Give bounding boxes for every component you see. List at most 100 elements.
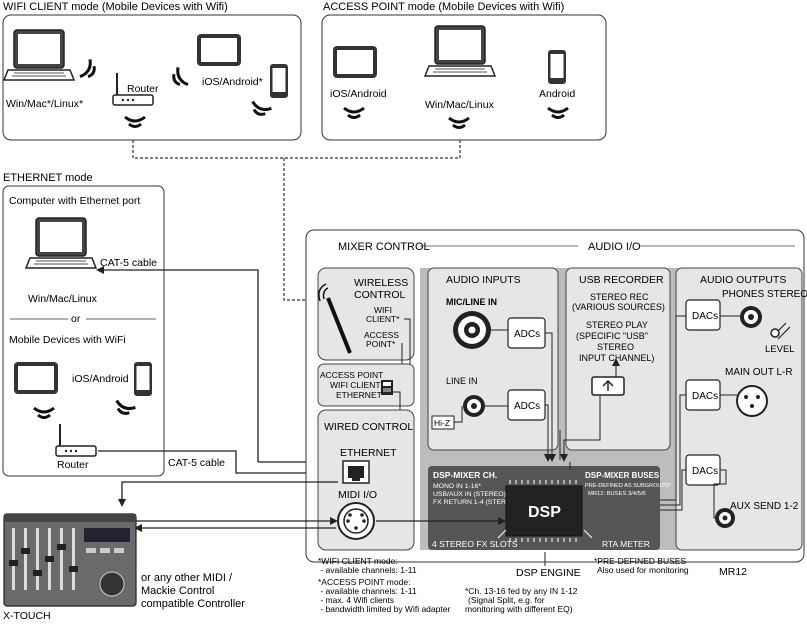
dsp-label: DSP [528,504,561,521]
access-point-android-label: Android [539,88,575,100]
wifi-client-wire [404,318,411,380]
wifi-client-label-1: WIFI [374,305,392,315]
stereo-rec-1: STEREO REC [590,292,649,302]
laptop-icon [25,217,97,269]
cat5-cable-1: CAT-5 cable [100,257,157,269]
switch-label-wc: WIFI CLIENT [330,380,381,390]
ethernet-mobile-title: Mobile Devices with WiFi [9,334,126,346]
phone-icon [548,50,566,84]
hi-z-wire [454,406,463,423]
usb-port-icon[interactable] [591,376,625,396]
dsp-bus-line-1: PRE-DEFINED AS SUBGROUPS* [585,483,672,489]
wired-control-label: WIRED CONTROL [324,421,413,433]
wifi-client-laptop-label: Win/Mac*/Linux* [6,98,83,110]
mode-switch-panel [317,363,415,407]
usb-recorder-label: USB RECORDER [579,274,664,286]
x-touch-caption-3: compatible Controller [141,598,245,610]
wifi-client-section: WIFI CLIENT mode (Mobile Devices with Wi… [2,1,302,141]
mode-switch-icon[interactable] [381,380,393,395]
dsp-engine-label: DSP ENGINE [516,567,581,579]
phones-stereo-label: PHONES STEREO [722,289,807,300]
audio-outputs-label: AUDIO OUTPUTS [700,274,786,286]
antenna-icon [318,283,352,354]
access-point-note: *ACCESS POINT mode: - available channels… [318,577,450,614]
ethernet-router-label: Router [57,459,89,471]
predefined-note: *PRE-DEFINED BUSES Also used for monitor… [594,556,689,575]
ethernet-ios-label: iOS/Android [72,373,129,385]
audio-io-label: AUDIO I/O [588,241,641,253]
x-touch-label: X-TOUCH [3,610,51,622]
wireless-control-line2: CONTROL [354,289,405,301]
ethernet-jack-icon[interactable] [342,460,370,484]
fx-bracket [497,529,593,539]
dacs-label-1: DACs [692,311,718,322]
ethernet-computer-title: Computer with Ethernet port [9,195,140,207]
wireless-control-line1: WIRELESS [354,277,408,289]
stereo-play-4: INPUT CHANNEL) [579,353,654,363]
level-label: LEVEL [765,344,795,355]
channels-note: *Ch. 13-16 fed by any IN 1-12 (Signal Sp… [465,586,578,614]
mixer-control-label: MIXER CONTROL [338,241,430,253]
access-point-label-2: POINT* [366,339,396,349]
aux-jack-icon[interactable] [715,508,735,528]
line-in-label: LINE IN [446,376,478,386]
dsp-ch-line-2: USB/AUX IN (STEREO) [433,491,506,498]
dsp-bus-line-2: MR12: BUSES 3/4/5/6 [588,491,646,497]
phones-jack-icon[interactable] [740,306,762,328]
phone-icon [270,64,288,98]
or-label: or [71,313,81,325]
ethernet-title: ETHERNET mode [3,172,93,184]
adcs-label-2: ADCs [514,401,540,412]
switch-label-ap: ACCESS POINT [320,370,383,380]
tablet-icon [333,46,377,78]
dacs-label-3: DACs [692,466,718,477]
ethernet-section: ETHERNET mode Computer with Ethernet por… [2,172,165,477]
laptop-icon [424,25,496,77]
main-out-label: MAIN OUT L-R [725,367,793,378]
signal-wires [544,315,686,511]
access-point-section: ACCESS POINT mode (Mobile Devices with W… [321,1,607,141]
stereo-play-1: STEREO PLAY [586,320,648,330]
access-point-label-1: ACCESS [364,330,399,340]
svg-text:(Signal Split, e.g. for: (Signal Split, e.g. for [468,595,545,605]
svg-text:monitoring with different EQ): monitoring with different EQ) [465,604,573,614]
x-touch-caption-1: or any other MIDI / [141,572,233,584]
laptop-icon [3,29,75,81]
xlr-combo-jack-icon[interactable] [453,311,491,349]
svg-text:- available channels: 1-11: - available channels: 1-11 [318,565,417,575]
wifi-client-note: *WIFI CLIENT mode: - available channels:… [318,556,417,575]
dacs-label-2: DACs [692,391,718,402]
midi-link-1 [118,481,338,507]
dsp-mixer-buses-label: DSP-MIXER BUSES [585,471,660,480]
cat5-cable-2: CAT-5 cable [168,457,225,469]
adcs-label-1: ADCs [514,329,540,340]
x-touch-controller-icon [3,513,137,607]
dacs-box-1 [685,299,721,331]
midi-io-label: MIDI I/O [338,489,377,501]
mic-line-in-label: MIC/LINE IN [446,297,497,307]
tablet-icon [197,34,241,66]
x-touch-caption-2: Mackie Control [141,585,214,597]
cat5-line-1 [96,266,259,462]
switch-label-eth: ETHERNET [336,390,382,400]
svg-text:- available channels: 1-11: - available channels: 1-11 [318,586,417,596]
dsp-ch-line-1: MONO IN 1-16* [433,483,481,490]
wifi-client-title: WIFI CLIENT mode (Mobile Devices with Wi… [3,1,228,13]
rta-meter-label: RTA METER [602,539,650,549]
stereo-rec-2: (VARIOUS SOURCES) [572,302,665,312]
aux-send-label: AUX SEND 1-2 [730,501,799,512]
line-in-jack-icon[interactable] [463,395,485,417]
midi-port-icon[interactable] [337,502,375,540]
level-knob-icon[interactable] [770,322,791,340]
xlr-out-icon[interactable] [736,385,768,417]
wifi-client-ios-label: iOS/Android* [202,76,263,88]
svg-text:Also used for monitoring: Also used for monitoring [597,565,689,575]
mr12-label: MR12 [719,566,747,578]
phone-icon [134,362,152,396]
access-point-ios-label: iOS/Android [330,88,387,100]
dsp-chip-icon [505,480,583,542]
wifi-client-label-2: CLIENT* [366,314,400,324]
svg-text:- max. 4 Wifi clients: - max. 4 Wifi clients [318,595,394,605]
dac-to-aux [713,469,727,519]
tablet-icon [14,362,58,394]
